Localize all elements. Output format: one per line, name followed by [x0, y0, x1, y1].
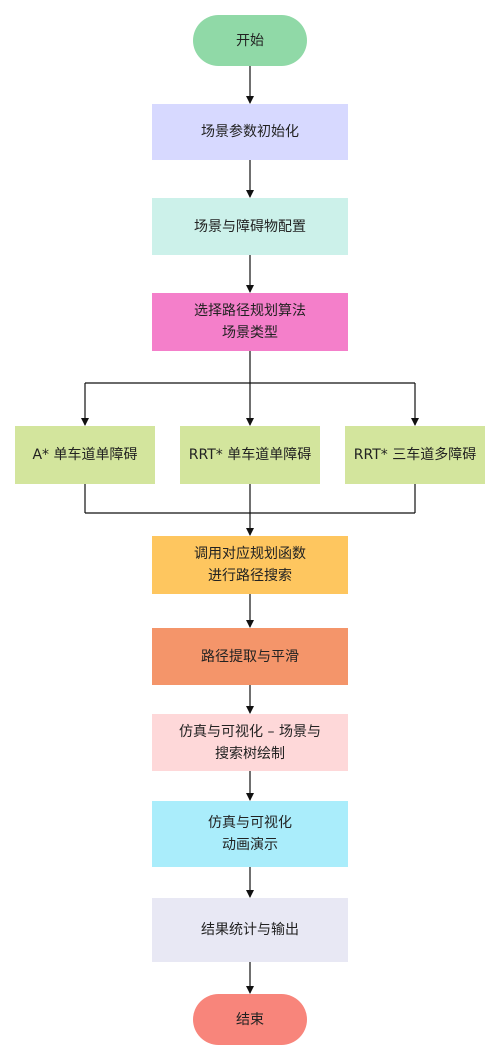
branch-c-label: RRT* 三车道多障碍 [353, 447, 477, 463]
branch-a-step: A* 单车道单障碍 [15, 426, 155, 484]
stats-step: 结果统计与输出 [152, 898, 348, 962]
extract-step: 路径提取与平滑 [152, 628, 348, 685]
branch-b-label: RRT* 单车道单障碍 [188, 447, 312, 463]
animate-label-line1: 仿真与可视化 [208, 815, 292, 831]
end-label: 结束 [236, 1011, 264, 1028]
branch-b-step: RRT* 单车道单障碍 [180, 426, 320, 484]
init-step: 场景参数初始化 [152, 104, 348, 160]
call-label-line2: 进行路径搜索 [208, 568, 292, 584]
animate-label-line2: 动画演示 [222, 837, 278, 853]
branch-a-label: A* 单车道单障碍 [32, 447, 138, 463]
call-step: 调用对应规划函数 进行路径搜索 [152, 536, 348, 594]
select-label-line2: 场景类型 [222, 325, 278, 341]
init-label: 场景参数初始化 [201, 124, 299, 140]
end-terminal: 结束 [193, 994, 307, 1045]
visualize-label-line1: 仿真与可视化 – 场景与 [179, 723, 321, 740]
stats-label: 结果统计与输出 [201, 922, 299, 938]
visualize-step: 仿真与可视化 – 场景与 搜索树绘制 [152, 714, 348, 771]
branch-c-step: RRT* 三车道多障碍 [345, 426, 485, 484]
call-label-line1: 调用对应规划函数 [194, 546, 306, 562]
config-step: 场景与障碍物配置 [152, 198, 348, 255]
start-label: 开始 [236, 32, 264, 49]
config-label: 场景与障碍物配置 [194, 218, 306, 235]
extract-label: 路径提取与平滑 [201, 648, 299, 665]
start-terminal: 开始 [193, 15, 307, 66]
animate-step: 仿真与可视化 动画演示 [152, 801, 348, 867]
select-step: 选择路径规划算法 场景类型 [152, 293, 348, 351]
visualize-label-line2: 搜索树绘制 [215, 745, 285, 762]
select-label-line1: 选择路径规划算法 [194, 303, 306, 319]
